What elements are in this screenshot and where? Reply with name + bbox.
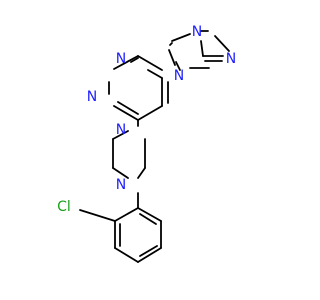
bond-line-19 [137, 55, 163, 71]
bond-line-17 [113, 55, 139, 70]
atom-label-pyrimidine-n-lower: N [87, 89, 97, 105]
bond-line-23 [112, 167, 129, 179]
bond-line-32 [139, 245, 158, 257]
atom-labels: N N N N N N N Cl [57, 24, 236, 215]
bond-line-1 [200, 40, 204, 57]
bond-line-31 [137, 247, 162, 263]
bond-line-7 [169, 42, 173, 46]
bond-line-13 [137, 105, 163, 121]
atom-label-triazole-n-attached: N [174, 68, 184, 84]
bond-line-0 [171, 33, 191, 42]
bond-line-35 [139, 213, 157, 225]
atom-label-triazole-n-top: N [192, 24, 202, 40]
bond-line-4 [214, 35, 230, 52]
molecule-structure: N N N N N N N Cl [57, 24, 236, 263]
bond-line-27 [114, 207, 139, 222]
atom-label-piperazine-n-bottom: N [116, 177, 126, 193]
bond-line-25 [112, 130, 129, 140]
bonds [79, 30, 230, 263]
atom-label-chlorine: Cl [57, 199, 71, 215]
bond-line-14 [113, 105, 139, 121]
atom-label-piperazine-n-top: N [116, 122, 126, 138]
bond-line-22 [137, 167, 146, 179]
bond-line-15 [117, 101, 139, 115]
bond-line-36 [79, 209, 116, 222]
bond-line-34 [137, 207, 162, 222]
atom-label-pyrimidine-n-upper: N [116, 51, 126, 67]
bond-line-10 [147, 69, 163, 79]
bond-line-18 [130, 57, 139, 63]
bond-line-8 [175, 61, 181, 71]
bond-line-30 [114, 247, 139, 263]
atom-label-triazole-n-right: N [226, 51, 236, 67]
bond-line-6 [168, 49, 176, 66]
